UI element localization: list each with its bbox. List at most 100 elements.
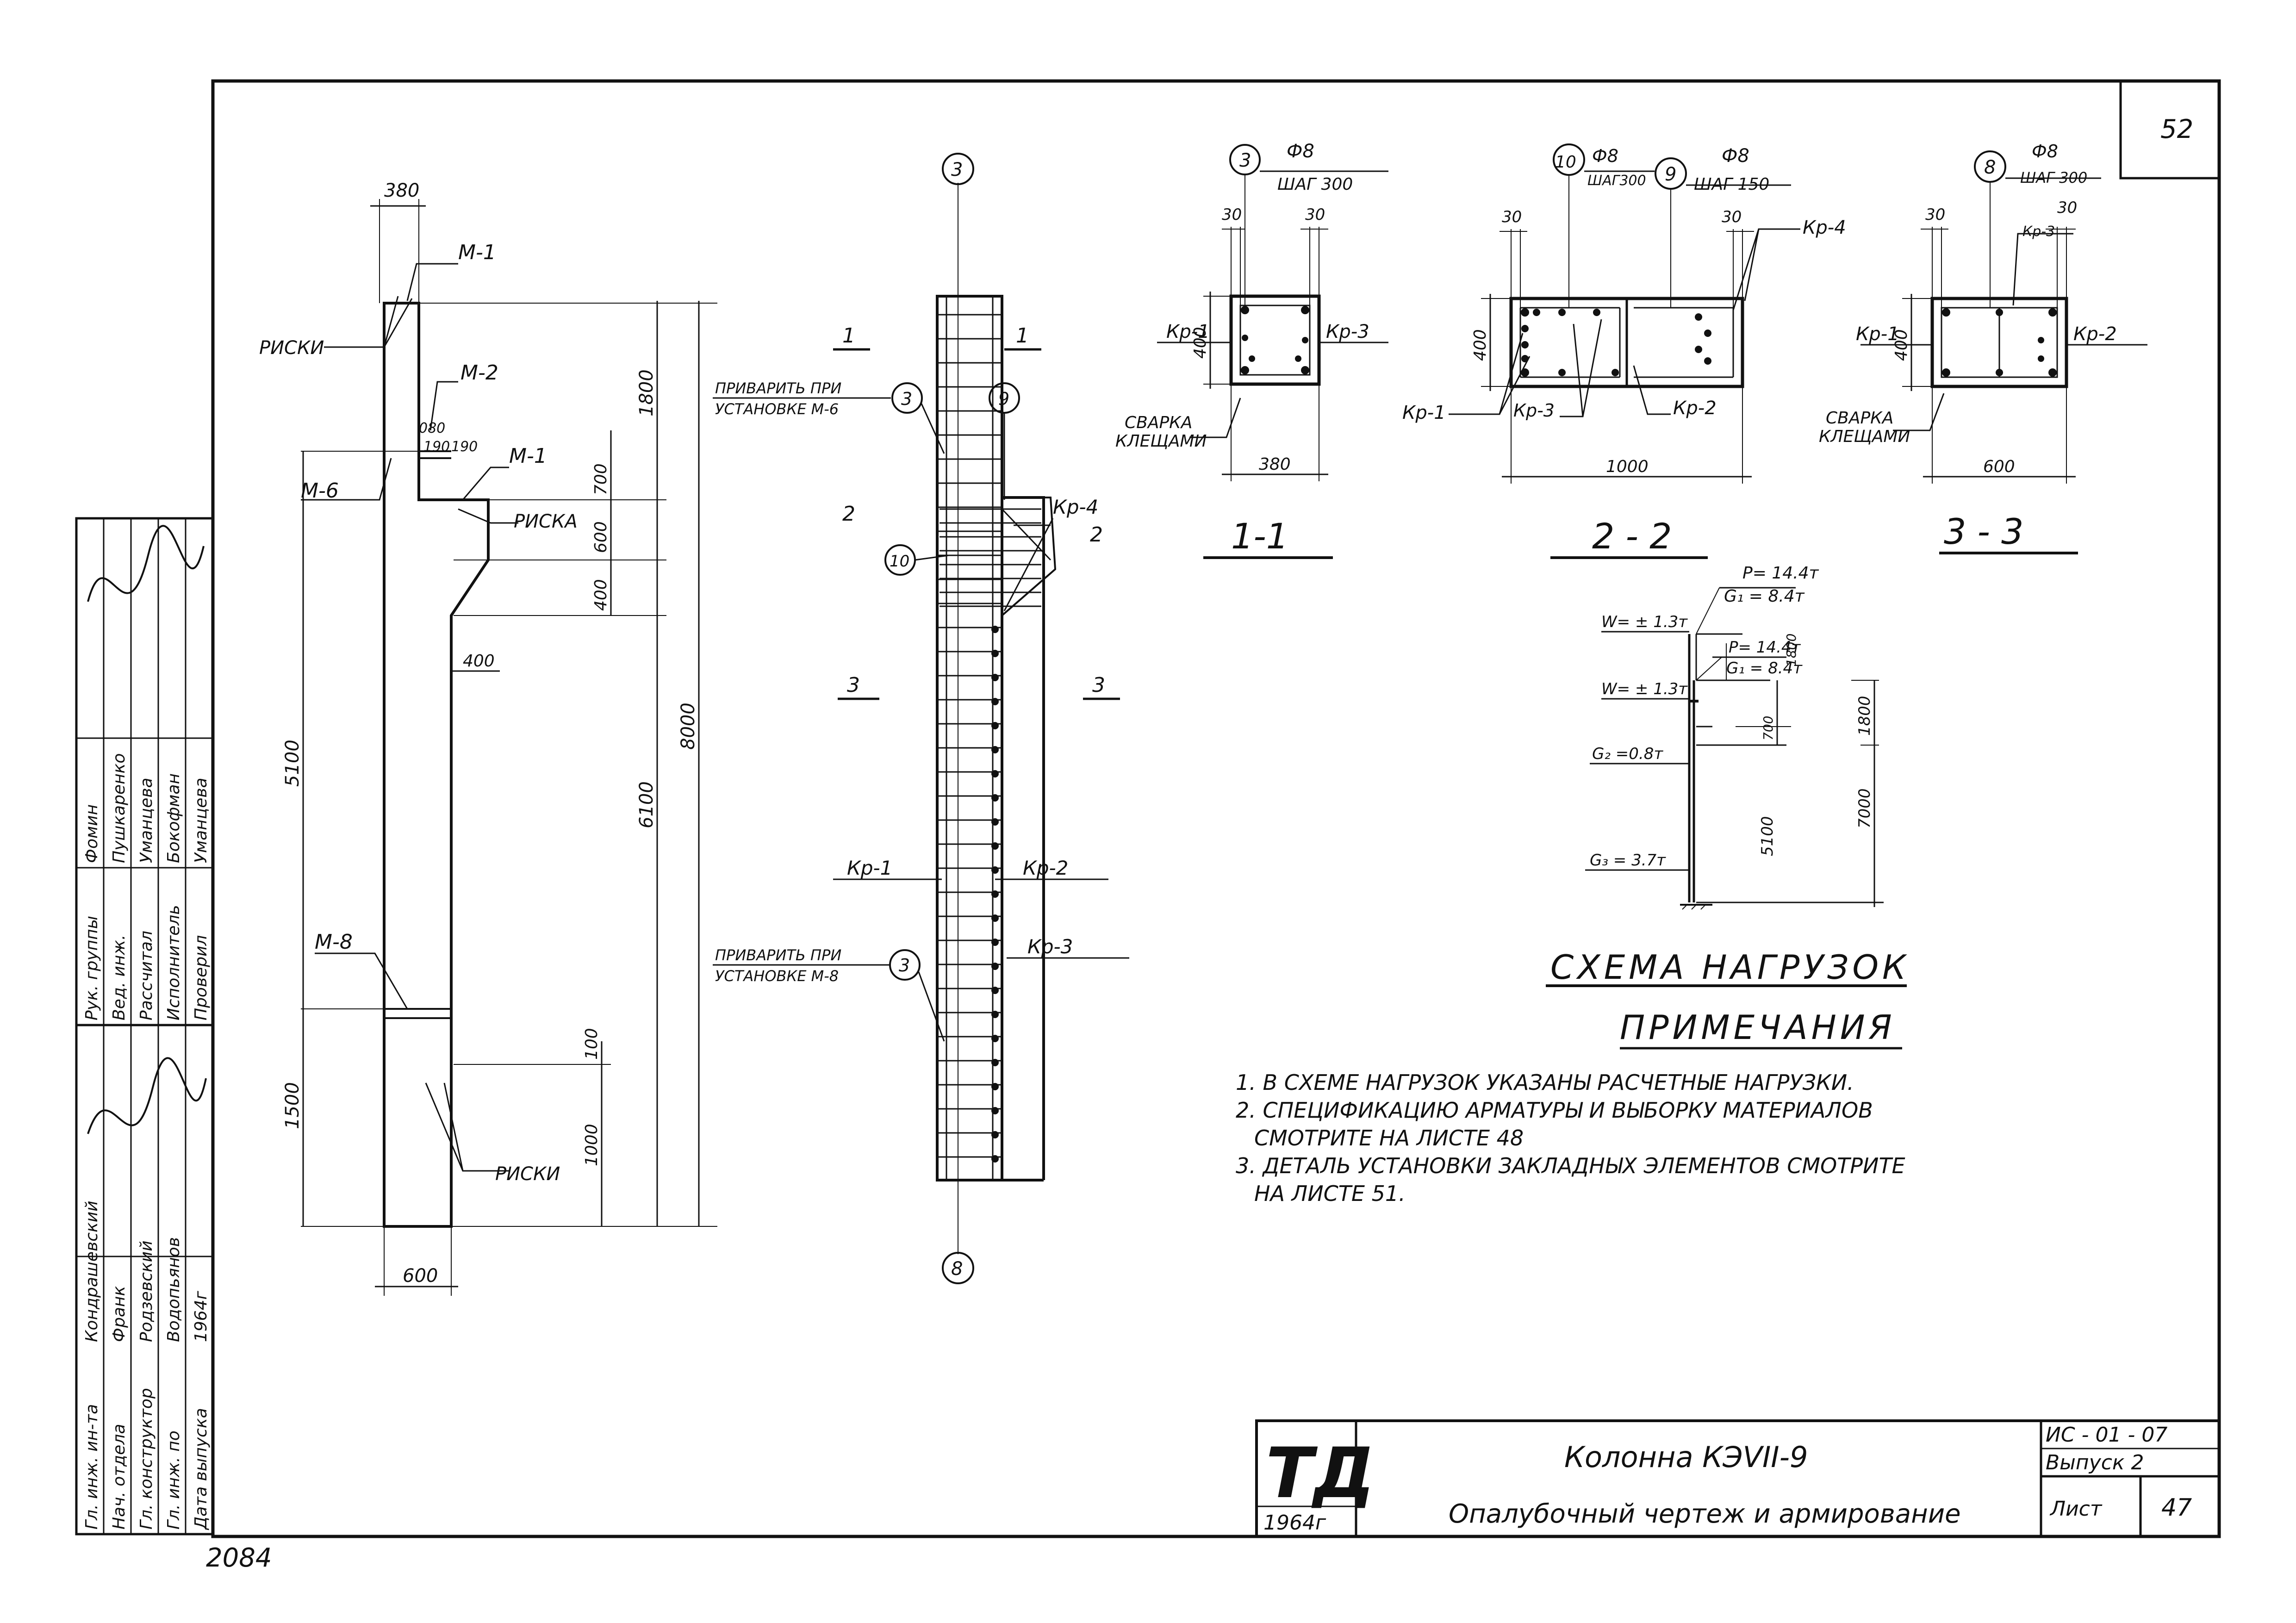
callout-3b: 3 bbox=[899, 955, 910, 976]
sheet-frame bbox=[211, 79, 2221, 1538]
load-dim-7000: 7000 bbox=[1855, 788, 1874, 828]
stamp-name-left-5: 1964г bbox=[192, 1290, 211, 1342]
load-scheme bbox=[1546, 587, 1907, 1050]
load-p-mid: P= 14.4т bbox=[1729, 638, 1801, 657]
dim-190-b: 190 bbox=[451, 439, 478, 455]
signature-mark bbox=[87, 1057, 207, 1134]
stamp-role-right-3: Рассчитал bbox=[137, 931, 156, 1020]
bar-dot bbox=[991, 890, 999, 898]
label-kr2: Кр-2 bbox=[1023, 857, 1068, 879]
s22-kr3: Кр-3 bbox=[1513, 400, 1555, 421]
title-logo: ТД bbox=[1266, 1433, 1375, 1514]
bar-dot bbox=[991, 1059, 999, 1066]
title-sheet-label: Лист bbox=[2049, 1497, 2103, 1521]
bar-dot bbox=[991, 650, 999, 657]
s11-title: 1-1 bbox=[1231, 516, 1288, 557]
s11-d30b: 30 bbox=[1305, 205, 1325, 224]
load-g1-mid: G₁ = 8.4т bbox=[1726, 659, 1803, 678]
stamp-role-left-4: Гл. инж. по bbox=[164, 1430, 183, 1530]
stamp-name-right-5: Уманцева bbox=[192, 777, 211, 863]
label-m2: М-2 bbox=[460, 361, 498, 385]
stamp-name-left-2: Франк bbox=[110, 1286, 129, 1342]
s11-d30a: 30 bbox=[1222, 205, 1242, 224]
bar-dot bbox=[991, 842, 999, 850]
title-block bbox=[1255, 1419, 2221, 1538]
section-mark-3-left: 3 bbox=[847, 673, 860, 697]
notes-title: ПРИМЕЧАНИЯ bbox=[1620, 1008, 1896, 1047]
stamp-role-left-3: Гл. конструктор bbox=[137, 1388, 156, 1530]
load-g2: G₂ =0.8т bbox=[1592, 745, 1663, 763]
stamp-role-right-4: Исполнитель bbox=[164, 905, 183, 1020]
note-line-3: СМОТРИТЕ НА ЛИСТЕ 48 bbox=[1254, 1126, 1524, 1150]
dim-080: 080 bbox=[419, 420, 445, 436]
bar-dot bbox=[991, 1035, 999, 1042]
bar-dot bbox=[991, 722, 999, 729]
axis-bottom-marker: 8 bbox=[951, 1258, 963, 1280]
title-sheet-number: 47 bbox=[2161, 1494, 2192, 1522]
s33-weld-2: КЛЕЩАМИ bbox=[1819, 427, 1910, 446]
bar-dot bbox=[991, 674, 999, 681]
load-p-top: P= 14.4т bbox=[1742, 564, 1819, 583]
s22-d30b: 30 bbox=[1722, 208, 1742, 226]
s22-bar-10: Ф8 bbox=[1592, 146, 1618, 166]
label-riski-top: РИСКИ bbox=[259, 337, 324, 359]
stamp-role-left-2: Нач. отдела bbox=[110, 1424, 129, 1530]
stamp-name-right-3: Уманцева bbox=[137, 777, 156, 863]
section-mark-2-right: 2 bbox=[1090, 523, 1103, 547]
weld-note-m8-line1: ПРИВАРИТЬ ПРИ bbox=[715, 946, 841, 964]
load-g1-top: G₁ = 8.4т bbox=[1724, 587, 1805, 606]
load-dim-700: 700 bbox=[1761, 716, 1776, 740]
bar-dot bbox=[991, 987, 999, 994]
s33-bar: Ф8 bbox=[2032, 141, 2058, 162]
weld-note-m6-line1: ПРИВАРИТЬ ПРИ bbox=[715, 379, 841, 397]
bar-dot bbox=[991, 770, 999, 777]
s33-kr-right: Кр-2 bbox=[2073, 323, 2117, 345]
s22-kr1: Кр-1 bbox=[1402, 402, 1446, 423]
section-mark-3-right: 3 bbox=[1092, 673, 1105, 697]
bar-dot bbox=[991, 626, 999, 633]
dim-1000: 1000 bbox=[582, 1124, 601, 1166]
s33-d30a: 30 bbox=[1925, 205, 1945, 224]
callout-9: 9 bbox=[998, 389, 1009, 409]
bar-dot bbox=[991, 1107, 999, 1114]
note-line-5: НА ЛИСТЕ 51. bbox=[1254, 1181, 1406, 1206]
stamp-name-right-1: Фомин bbox=[82, 804, 101, 863]
load-dim-1800-a: 1800 bbox=[1784, 634, 1799, 666]
s33-height: 400 bbox=[1892, 329, 1911, 361]
load-scheme-title: СХЕМА НАГРУЗОК bbox=[1550, 948, 1910, 987]
section-mark-2-left: 2 bbox=[842, 502, 855, 526]
bar-dot bbox=[991, 794, 999, 802]
bar-dot bbox=[991, 818, 999, 826]
load-w-top: W= ± 1.3т bbox=[1601, 613, 1688, 631]
bar-dot bbox=[991, 963, 999, 970]
s33-title: 3 - 3 bbox=[1944, 511, 2023, 552]
s22-height: 400 bbox=[1471, 329, 1490, 361]
note-line-4: 3. ДЕТАЛЬ УСТАНОВКИ ЗАКЛАДНЫХ ЭЛЕМЕНТОВ … bbox=[1236, 1153, 1905, 1178]
s22-step-9: ШАГ 150 bbox=[1694, 175, 1769, 194]
s33-callout: 8 bbox=[1984, 157, 1996, 178]
reinforcement-elevation bbox=[936, 183, 1057, 1254]
bar-dot bbox=[991, 1083, 999, 1090]
label-kr4: Кр-4 bbox=[1053, 496, 1098, 518]
dim-top-width: 380 bbox=[384, 180, 419, 201]
dim-lower-height: 6100 bbox=[636, 781, 657, 828]
label-riski-bottom: РИСКИ bbox=[495, 1163, 560, 1185]
section-1-1 bbox=[1157, 144, 1388, 559]
s33-weld-1: СВАРКА bbox=[1826, 409, 1893, 428]
title-issue: Выпуск 2 bbox=[2046, 1451, 2144, 1474]
stamp-role-left-5: Дата выпуска bbox=[192, 1408, 211, 1530]
dim-5100: 5100 bbox=[282, 740, 303, 787]
note-line-2: 2. СПЕЦИФИКАЦИЮ АРМАТУРЫ И ВЫБОРКУ МАТЕР… bbox=[1236, 1098, 1873, 1123]
load-g3: G₃ = 3.7т bbox=[1590, 851, 1666, 870]
stirrups-group bbox=[937, 314, 1041, 1158]
section-mark-1-left: 1 bbox=[842, 324, 855, 348]
label-riska: РИСКА bbox=[514, 511, 578, 532]
weld-note-m6-line2: УСТАНОВКЕ М-6 bbox=[715, 400, 839, 418]
dim-190-a: 190 bbox=[423, 439, 450, 455]
signature-mark bbox=[87, 525, 205, 602]
s11-weld-2: КЛЕЩАМИ bbox=[1115, 432, 1207, 451]
callout-10: 10 bbox=[890, 552, 909, 571]
s22-callout-10: 10 bbox=[1555, 153, 1576, 172]
s33-kr-left: Кр-1 bbox=[1856, 323, 1899, 345]
